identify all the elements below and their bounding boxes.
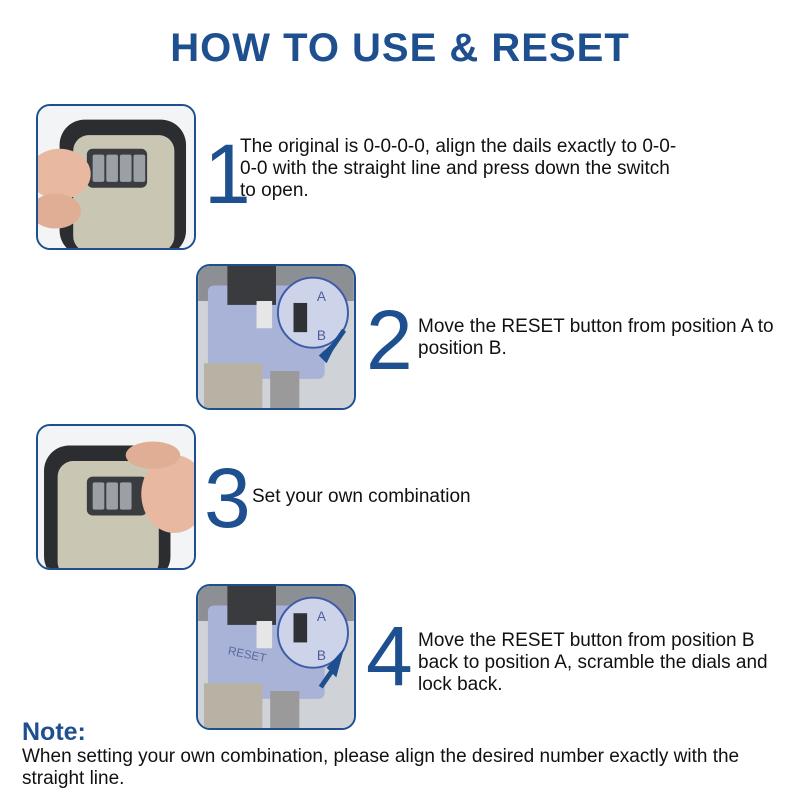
step-4-number: 4 [366,609,413,703]
reset-mechanism-photo-b-to-a: RESET A B [198,586,354,728]
step-4-photo: RESET A B [196,584,356,730]
step-1-number: 1 [204,127,251,221]
page-title: HOW TO USE & RESET [170,26,630,70]
step-3-number: 3 [204,451,251,545]
step-3-photo [36,424,196,570]
step-2-text: Move the RESET button from position A to… [418,316,774,359]
step-2-number: 2 [366,293,413,387]
note-label: Note: [22,718,86,746]
label-a-4: A [317,609,327,624]
reset-mechanism-photo-a-to-b: A B [198,266,354,408]
step-1-photo [36,104,196,250]
step-4-text: Move the RESET button from position B ba… [418,630,768,695]
lockbox-dial-photo [38,106,194,248]
label-b: B [317,328,326,343]
step-3-text: Set your own combination [252,486,471,507]
lockbox-set-combination-photo [38,426,194,568]
label-b-4: B [317,648,326,663]
note-text: When setting your own combination, pleas… [22,746,740,789]
step-2-photo: A B [196,264,356,410]
label-a: A [317,289,327,304]
step-1-text: The original is 0-0-0-0, align the dails… [240,136,677,201]
